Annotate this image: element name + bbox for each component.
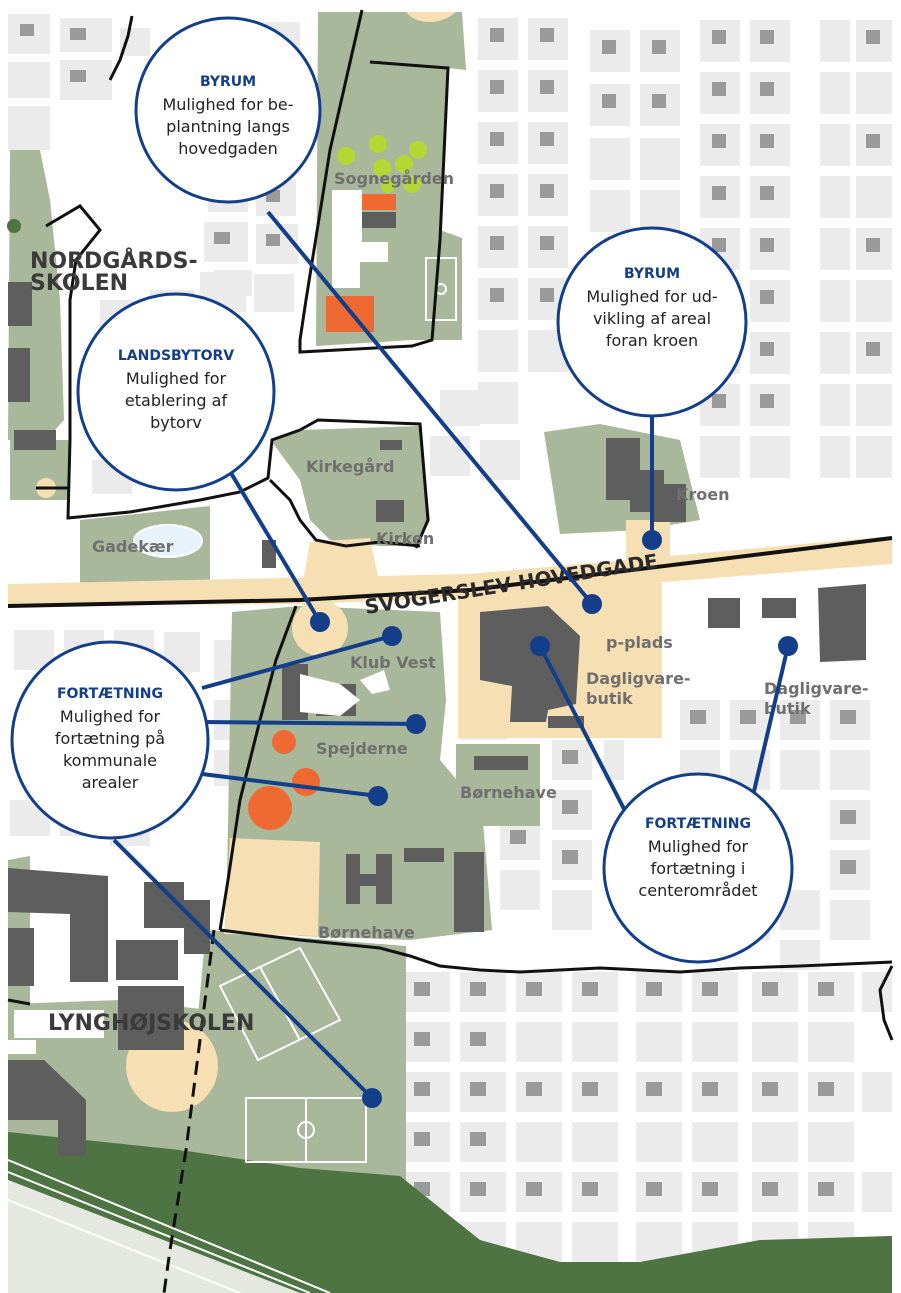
callout-line: foran kroen [606, 331, 698, 350]
buildings [8, 212, 866, 1156]
callout-line: Mulighed for [126, 369, 227, 388]
callout-line: etablering af [125, 391, 228, 410]
municipal-border-dashed [162, 929, 216, 1293]
callout-title: BYRUM [624, 266, 680, 282]
callout-line: arealer [82, 773, 139, 792]
callout-title: FORTÆTNING [645, 816, 751, 832]
callout-title: FORTÆTNING [57, 686, 163, 702]
callout-circle [602, 772, 794, 964]
label-p-plads: p-plads [606, 633, 673, 652]
label-sognegaarden: Sognegården [334, 169, 454, 188]
white-buildings [8, 190, 390, 1054]
callout-line: kommunale [63, 751, 157, 770]
tree-dark [7, 219, 21, 233]
orange-zones [248, 194, 396, 830]
label-dagligvarebutik-2a: Dagligvare- [764, 679, 869, 698]
callout-line: centerområdet [638, 881, 757, 900]
callout-circle [556, 226, 748, 418]
railway-tracks [7, 1159, 331, 1293]
callout-circle [10, 640, 210, 840]
label-nordgaardsskolen-1: NORDGÅRDS- [30, 248, 198, 274]
callout-circle [134, 16, 322, 204]
callout-landsbytorv: LANDSBYTORV Mulighed for etablering af b… [76, 292, 276, 492]
label-klub-vest: Klub Vest [350, 653, 436, 672]
callout-byrum-2: BYRUM Mulighed for ud- vikling af areal … [556, 226, 748, 418]
callout-line: Mulighed for be- [162, 95, 293, 114]
callout-fortaetning-2: FORTÆTNING Mulighed for fortætning i cen… [602, 772, 794, 964]
label-boernehave-1: Børnehave [460, 783, 557, 802]
label-dagligvarebutik-1a: Dagligvare- [586, 669, 691, 688]
callout-line: Mulighed for [648, 837, 749, 856]
label-kirkegaard: Kirkegård [306, 457, 394, 476]
callout-target-dots [310, 530, 798, 1108]
callout-line: vikling af areal [593, 309, 711, 328]
callout-line: bytorv [150, 413, 202, 432]
label-lynghoejskolen: LYNGHØJSKOLEN [48, 1011, 254, 1036]
label-dagligvarebutik-1b: butik [586, 689, 633, 708]
railway-area [8, 1180, 300, 1293]
trees [337, 135, 427, 193]
callout-line: Mulighed for ud- [586, 287, 717, 306]
callout-line: fortætning på [55, 729, 165, 748]
callout-line: hovedgaden [178, 139, 278, 158]
callout-title: BYRUM [200, 74, 256, 90]
gadekaer-pond [133, 524, 203, 558]
callout-circle [76, 292, 276, 492]
forest-strip [8, 1132, 892, 1293]
label-kirken: Kirken [376, 529, 434, 548]
callout-line: Mulighed for [60, 707, 161, 726]
label-kroen: Kroen [676, 485, 730, 504]
label-spejderne: Spejderne [316, 739, 408, 758]
callout-title: LANDSBYTORV [118, 348, 234, 364]
callout-byrum-1: BYRUM Mulighed for be- plantning langs h… [134, 16, 322, 204]
label-gadekaer: Gadekær [92, 537, 174, 556]
callout-fortaetning-1: FORTÆTNING Mulighed for fortætning på ko… [10, 640, 210, 840]
label-boernehave-2: Børnehave [318, 923, 415, 942]
label-nordgaardsskolen-2: SKOLEN [30, 271, 128, 296]
callout-line: plantning langs [166, 117, 290, 136]
plan-boundary [7, 9, 894, 1041]
callout-line: fortætning i [651, 859, 746, 878]
